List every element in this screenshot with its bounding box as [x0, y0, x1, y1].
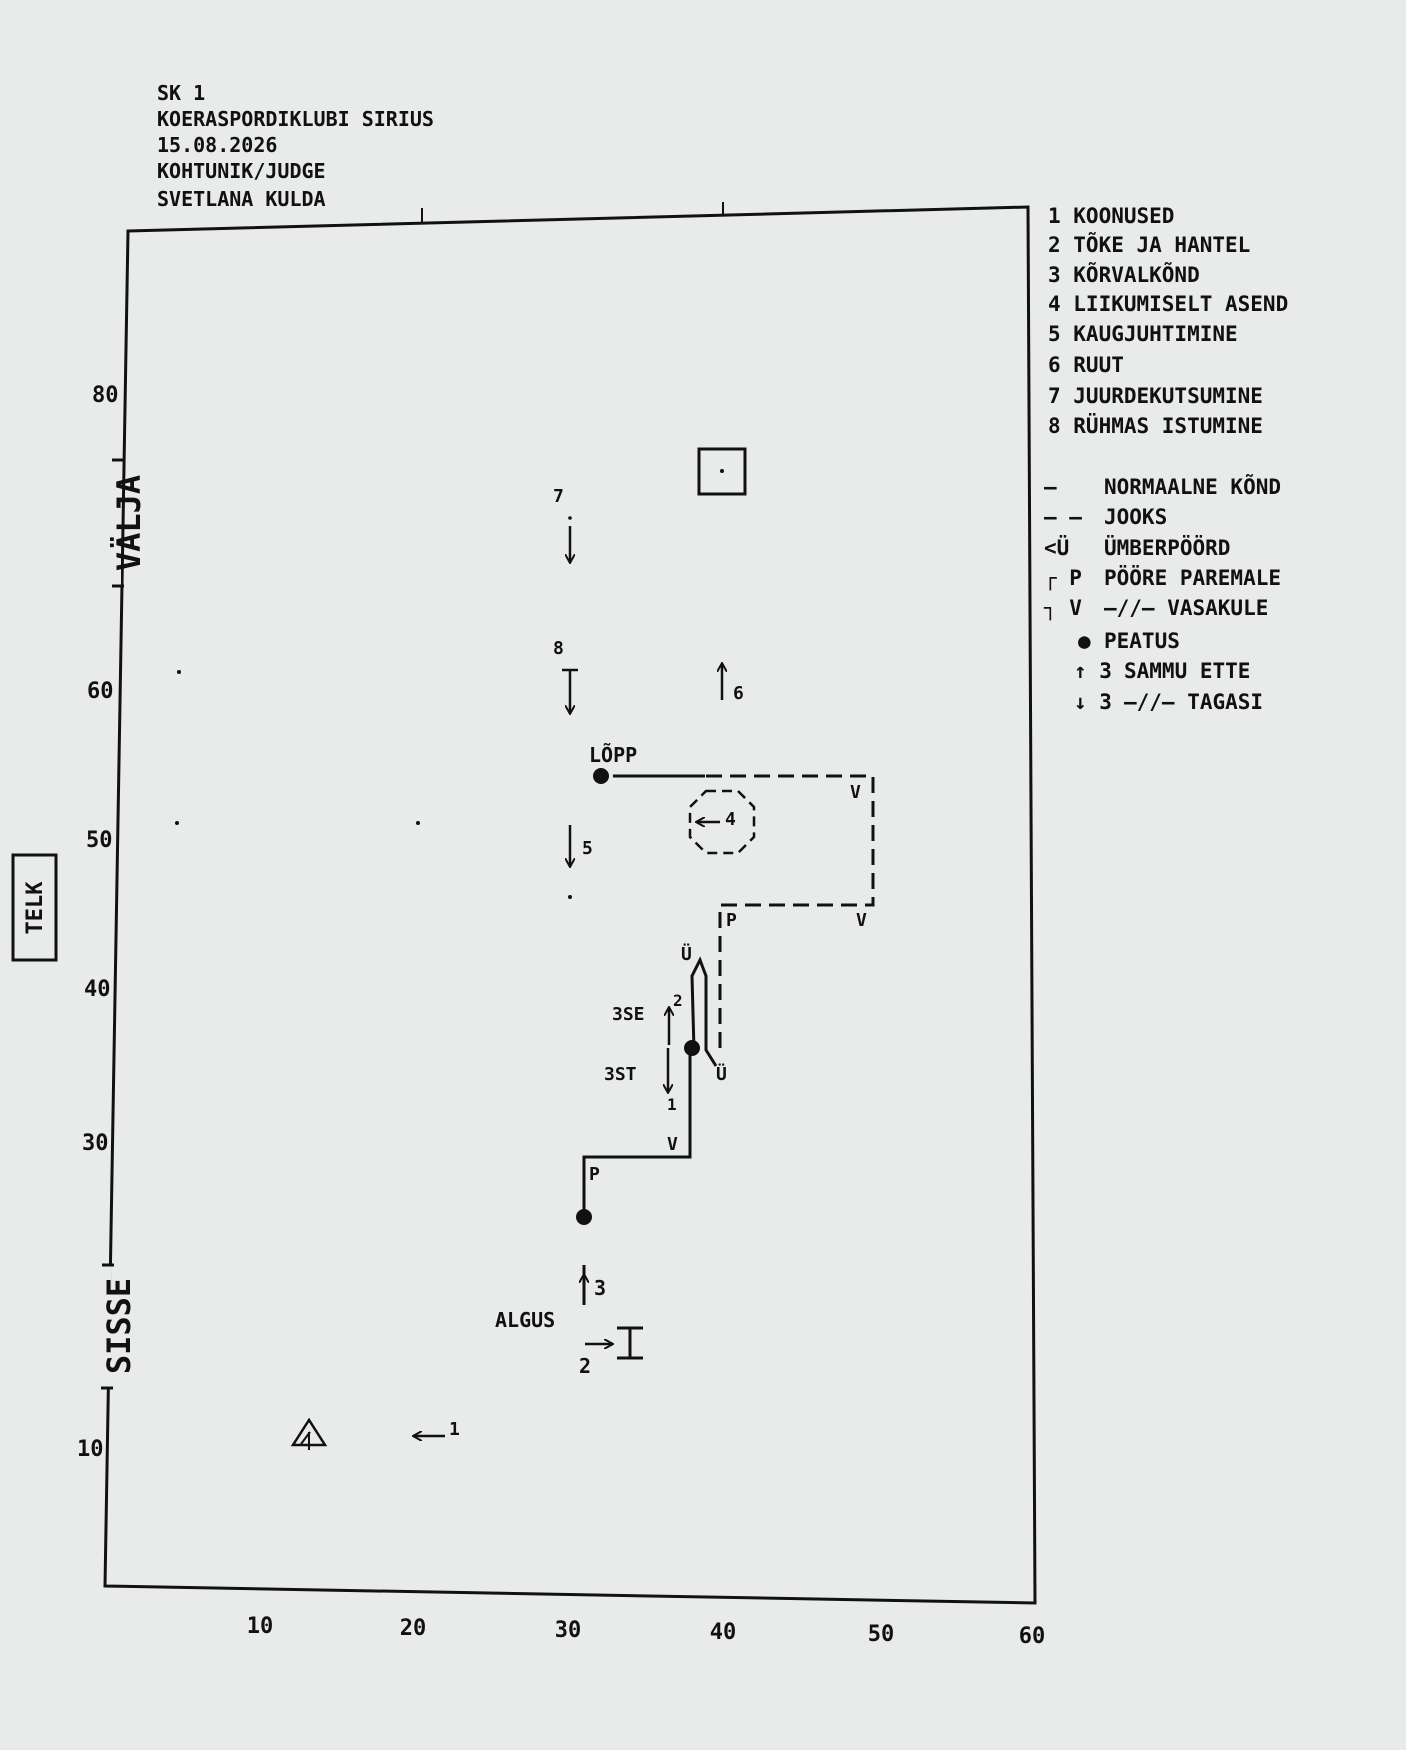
about-turn-label: Ü: [681, 943, 692, 965]
stop-dot: [684, 1040, 700, 1056]
station-number: 1: [667, 1095, 677, 1114]
exit-gate-label: VÄLJA: [110, 475, 148, 571]
legend-symbol-label: —//— TAGASI: [1124, 690, 1263, 714]
y-axis-labels: 80 60 50 40 30 10: [77, 383, 119, 1462]
legend-station: 8 RÜHMAS ISTUMINE: [1048, 413, 1263, 438]
x-tick-label: 30: [555, 1618, 582, 1643]
steps-forward-back: 3SE 2 3ST 1: [604, 991, 683, 1114]
stop-dot: [576, 1209, 592, 1225]
station-number: 1: [449, 1419, 460, 1440]
steps-forward-label: 3SE: [612, 1004, 645, 1025]
x-tick-label: 40: [710, 1620, 737, 1645]
x-tick-label: 20: [400, 1616, 427, 1641]
left-turn-label: V: [850, 782, 861, 803]
start-label: ALGUS: [495, 1308, 555, 1332]
x-tick-label: 50: [868, 1622, 895, 1647]
entry-gate-label: SISSE: [100, 1278, 138, 1374]
station-number: 7: [553, 486, 564, 507]
station-number: 8: [553, 638, 564, 659]
legend-symbol-label: NORMAALNE KÕND: [1104, 474, 1281, 499]
y-tick-label: 40: [84, 977, 111, 1002]
legend-symbol: ↑ 3: [1074, 659, 1112, 683]
y-tick-label: 50: [86, 828, 113, 853]
x-axis-labels: 10 20 30 40 50 60: [247, 1614, 1046, 1649]
y-tick-label: 60: [87, 679, 114, 704]
station-6-square: 6: [697, 447, 747, 704]
station-1-cones: 1: [290, 1417, 460, 1450]
tent-box: TELK: [11, 853, 58, 962]
entry-gate: SISSE: [100, 1263, 138, 1390]
header-line-judge-name: SVETLANA KULDA: [157, 187, 326, 211]
station-7-recall: 7: [553, 486, 572, 562]
legend-station: 5 KAUGJUHTIMINE: [1048, 322, 1238, 346]
legend-symbol: —: [1044, 475, 1057, 499]
about-turn-path: [690, 956, 718, 1067]
x-tick-label: 10: [247, 1614, 274, 1639]
header-line-judge-title: KOHTUNIK/JUDGE: [157, 159, 326, 183]
station-5-remote: 5: [570, 825, 593, 866]
header-line-club: KOERASPORDIKLUBI SIRIUS: [157, 107, 434, 131]
exit-gate: VÄLJA: [110, 458, 148, 588]
station-2-jump: 2: [579, 1326, 643, 1378]
station-number: 3: [594, 1276, 606, 1300]
legend-station: 3 KÕRVALKÕND: [1048, 262, 1200, 287]
legend-symbol-label: ÜMBERPÖÖRD: [1104, 535, 1230, 560]
station-8-group-sit: 8: [553, 638, 578, 713]
x-tick-label: 60: [1019, 1624, 1046, 1649]
legend-symbols: — NORMAALNE KÕND – – JOOKS <Ü ÜMBERPÖÖRD…: [1043, 474, 1281, 714]
course-path-walk: [582, 774, 705, 1305]
station-3-heel: 3: [584, 1275, 606, 1300]
right-turn-label: P: [726, 910, 737, 931]
legend-symbol: ┐ V: [1043, 596, 1082, 621]
legend-symbol-label: —//— VASAKULE: [1104, 596, 1268, 620]
end-label: LÕPP: [589, 743, 637, 767]
tent-label: TELK: [23, 881, 48, 935]
legend-stations: 1 KOONUSED 2 TÕKE JA HANTEL 3 KÕRVALKÕND…: [1048, 204, 1288, 438]
steps-back-label: 3ST: [604, 1064, 637, 1085]
left-turn-label: V: [856, 910, 867, 931]
legend-symbol-label: PEATUS: [1104, 629, 1180, 653]
legend-symbol-label: PÖÖRE PAREMALE: [1104, 565, 1281, 590]
legend-symbol: ●: [1078, 629, 1091, 653]
station-number: 2: [579, 1354, 591, 1378]
legend-station: 7 JUURDEKUTSUMINE: [1048, 384, 1263, 408]
station-4-octagon: 4: [688, 789, 756, 855]
y-tick-label: 10: [77, 1437, 104, 1462]
station-number: 2: [673, 991, 683, 1010]
station-number: 6: [733, 683, 744, 704]
legend-station: 6 RUUT: [1048, 353, 1124, 377]
header-line-class: SK 1: [157, 81, 205, 105]
legend-symbol: ↓ 3: [1074, 690, 1112, 714]
legend-symbol-label: JOOKS: [1104, 505, 1167, 529]
legend-symbol: – –: [1044, 505, 1082, 529]
course-path-run: [706, 774, 875, 1055]
header-line-date: 15.08.2026: [157, 133, 277, 157]
legend-symbol: <Ü: [1044, 535, 1069, 560]
legend-symbol-label: SAMMU ETTE: [1124, 659, 1250, 683]
stop-dot: [593, 768, 609, 784]
legend-symbol: ┌ P: [1044, 566, 1082, 591]
about-turn-label: Ü: [716, 1063, 727, 1085]
legend-station: 2 TÕKE JA HANTEL: [1048, 232, 1250, 257]
y-tick-label: 80: [92, 383, 119, 408]
y-tick-label: 30: [82, 1131, 109, 1156]
station-number: 5: [582, 838, 593, 859]
course-header: SK 1 KOERASPORDIKLUBI SIRIUS 15.08.2026 …: [157, 81, 434, 211]
course-boundary: [103, 205, 1037, 1605]
legend-station: 4 LIIKUMISELT ASEND: [1048, 292, 1288, 316]
right-turn-label: P: [589, 1164, 600, 1185]
station-number: 4: [725, 809, 736, 830]
left-turn-label: V: [667, 1134, 678, 1155]
legend-station: 1 KOONUSED: [1048, 204, 1174, 228]
field-markers: [175, 670, 572, 899]
